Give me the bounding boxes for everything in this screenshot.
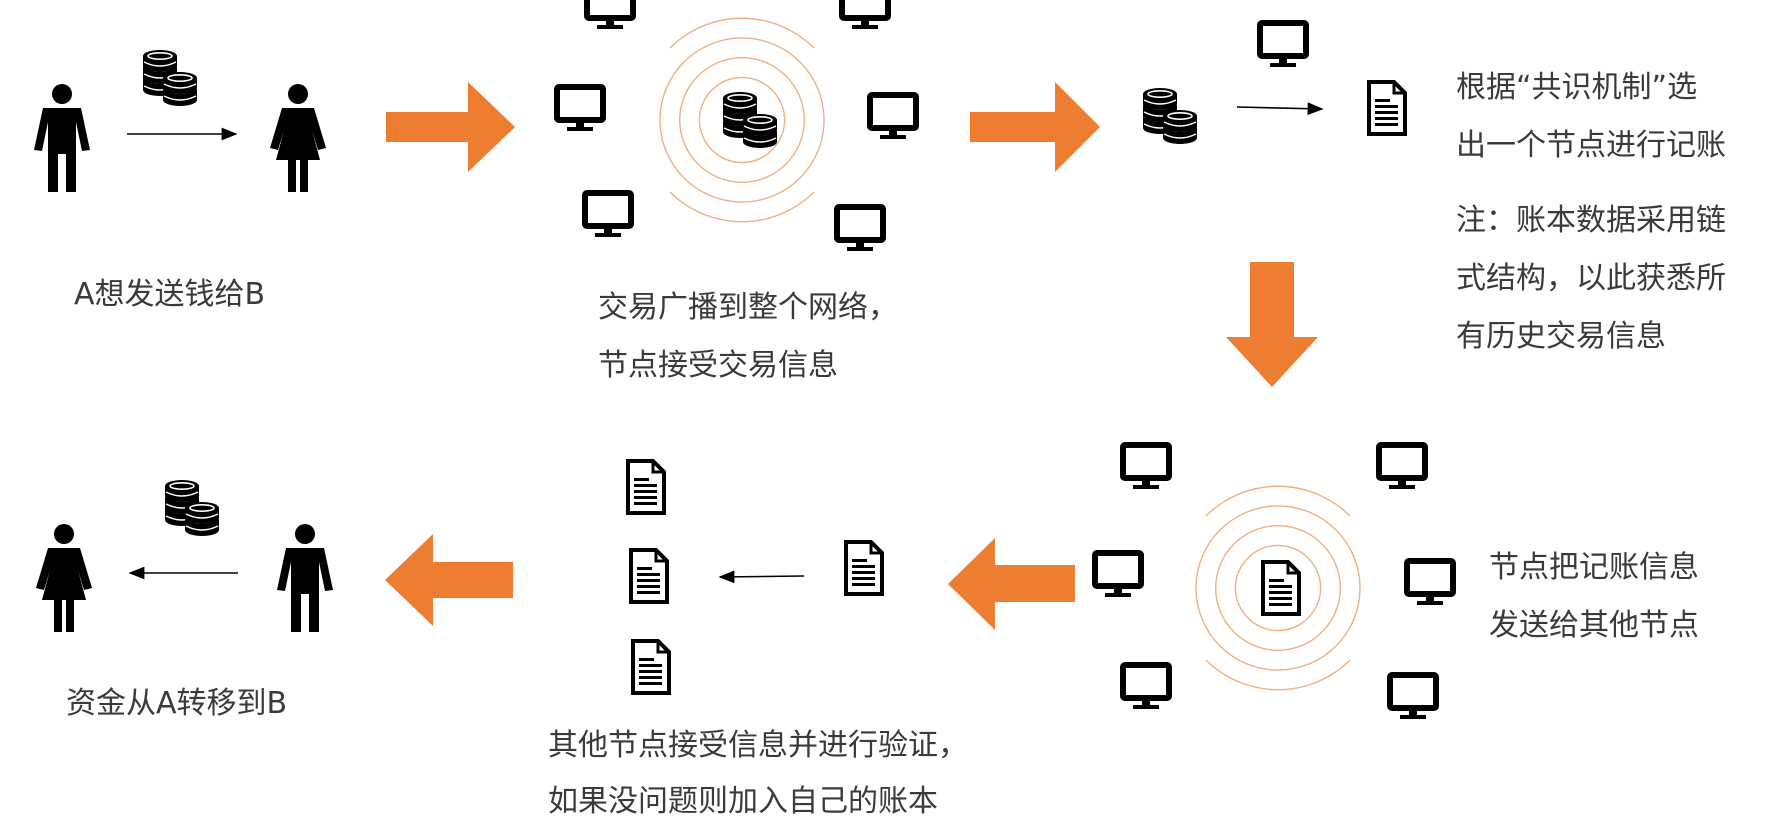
monitor-icon [1123, 665, 1169, 709]
flow-arrow-left-1 [948, 538, 1075, 630]
receive-arrow [718, 570, 805, 584]
step-broadcast-label: 交易广播到整个网络， 节点接受交易信息 [598, 279, 898, 395]
note-line-2: 式结构，以此获悉所 [1456, 261, 1726, 296]
document-icon [1367, 80, 1407, 136]
step-verify-label: 其他节点接受信息并进行验证， 如果没问题则加入自己的账本 [548, 718, 968, 830]
note-line-3: 有历史交易信息 [1456, 319, 1666, 354]
consensus-line-2: 出一个节点进行记账 [1456, 128, 1726, 163]
blockchain-flow-diagram [34, 0, 1771, 810]
ledger-note-label: 注：账本数据采用链 式结构，以此获悉所 有历史交易信息 [1456, 192, 1726, 366]
record-arrow [1236, 102, 1324, 116]
flow-arrow-right-2 [970, 82, 1100, 172]
step-transfer-label: 资金从A转移到B [66, 686, 288, 721]
step-distribute-label: 节点把记账信息 发送给其他节点 [1489, 539, 1699, 655]
document-icon [629, 548, 669, 604]
consensus-line-1: 根据“共识机制”选 [1456, 70, 1698, 105]
distribute-line-2: 发送给其他节点 [1489, 608, 1699, 643]
document-icon [631, 639, 671, 695]
monitor-icon [585, 193, 631, 237]
monitor-icon [870, 95, 916, 139]
monitor-icon [557, 87, 603, 131]
flow-arrow-down [1226, 262, 1318, 387]
distribute-line-1: 节点把记账信息 [1489, 550, 1699, 585]
flow-arrow-left-2 [385, 534, 513, 626]
coin-stack-icon [1143, 88, 1197, 144]
person-b-icon [270, 84, 326, 192]
person-b-icon [36, 524, 92, 632]
monitor-icon [1123, 445, 1169, 489]
person-a-icon [277, 524, 333, 632]
broadcast-line-2: 节点接受交易信息 [598, 348, 838, 383]
monitor-icon [842, 0, 888, 29]
document-icon [844, 540, 884, 596]
verify-line-1: 其他节点接受信息并进行验证， [548, 728, 968, 763]
monitor-icon [1095, 553, 1141, 597]
monitor-icon [1379, 445, 1425, 489]
document-icon [1261, 560, 1301, 616]
verify-line-2: 如果没问题则加入自己的账本 [548, 784, 938, 819]
step-consensus-label: 根据“共识机制”选 出一个节点进行记账 [1456, 59, 1726, 175]
person-a-icon [34, 84, 90, 192]
monitor-icon [1407, 561, 1453, 605]
monitor-icon [837, 207, 883, 251]
monitor-icon [1260, 23, 1306, 67]
step-send-label: A想发送钱给B [74, 277, 266, 312]
document-icon [626, 459, 666, 515]
coin-stack-icon [165, 480, 219, 536]
monitor-icon [587, 0, 633, 29]
broadcast-line-1: 交易广播到整个网络， [598, 290, 898, 325]
coin-stack-icon [143, 50, 197, 106]
monitor-icon [1390, 675, 1436, 719]
flow-arrow-right-1 [386, 82, 515, 172]
coin-stack-icon [723, 92, 777, 148]
note-line-1: 注：账本数据采用链 [1456, 203, 1726, 238]
